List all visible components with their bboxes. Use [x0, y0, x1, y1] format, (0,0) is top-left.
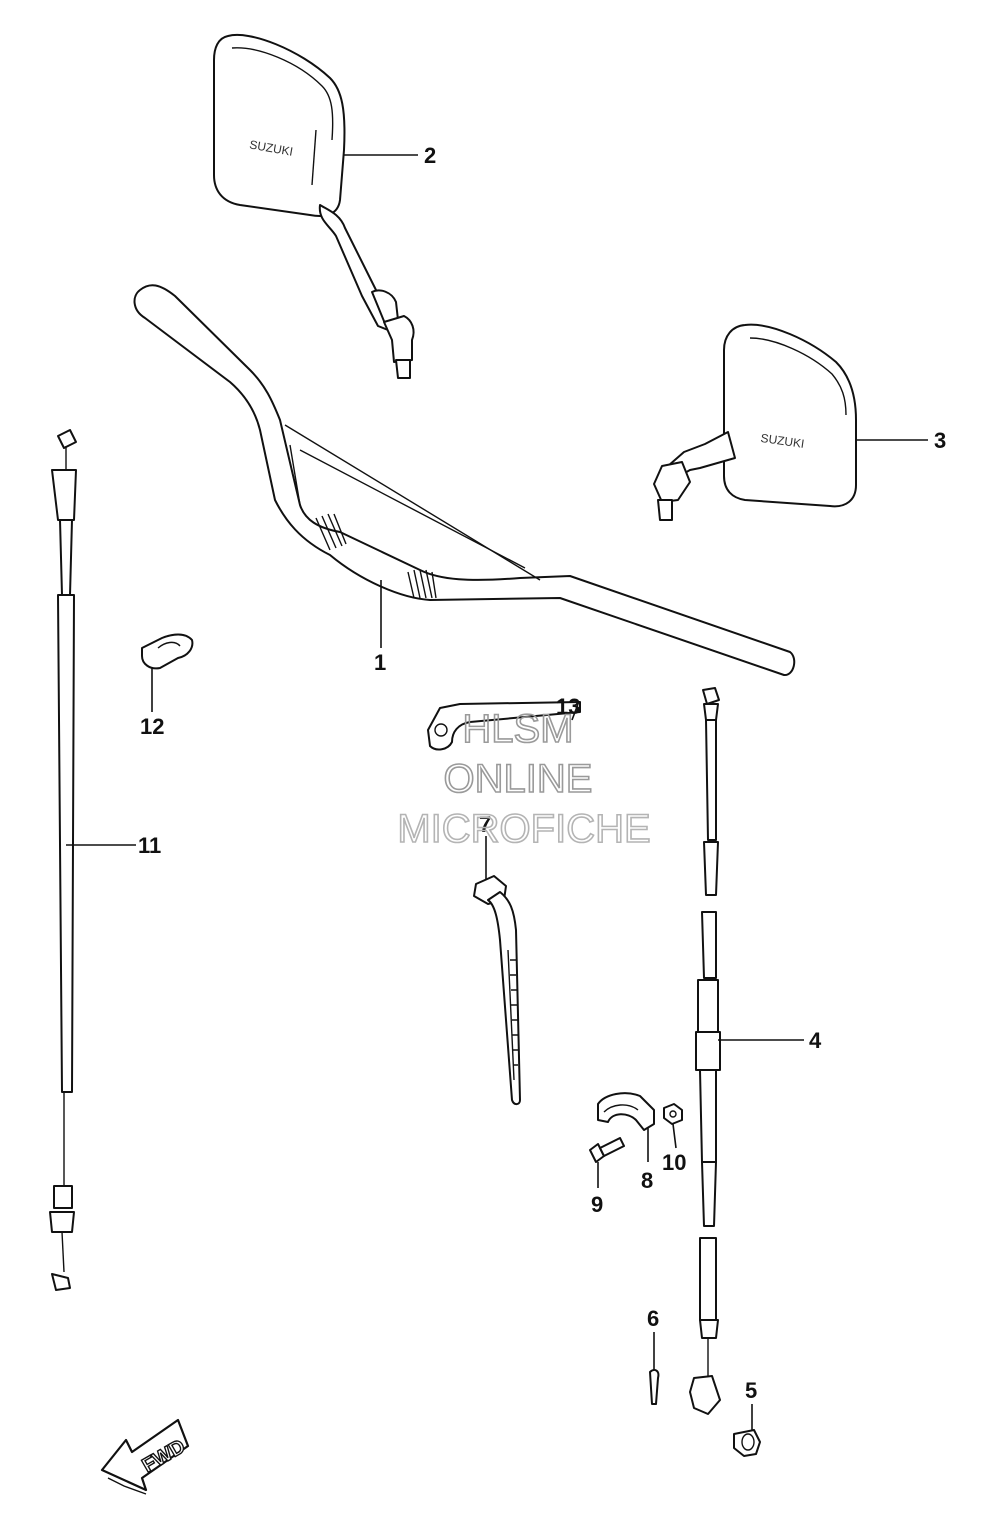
- watermark: HLSM ONLINE MICROFICHE: [397, 706, 652, 852]
- callout-8: 8: [641, 1168, 653, 1193]
- callout-4: 4: [809, 1028, 822, 1053]
- leader-lines: [66, 154, 928, 1430]
- cable-tie: [473, 875, 521, 1106]
- cotter-pin: [649, 1369, 660, 1405]
- mirror-right: SUZUKI: [653, 323, 857, 521]
- callout-12: 12: [140, 714, 164, 739]
- callout-3: 3: [934, 428, 946, 453]
- handlebar: [133, 284, 796, 676]
- cable-right: [689, 687, 721, 1415]
- callout-13: 13: [556, 694, 580, 719]
- watermark-line-2: ONLINE: [444, 757, 593, 801]
- knurl-right: [407, 569, 437, 599]
- screw: [589, 1137, 625, 1163]
- callouts: 1 2 3 4 5 6 7 8 9 10 11 12 13: [138, 143, 946, 1403]
- cable-holder: [597, 1092, 655, 1131]
- nut: [663, 1103, 683, 1125]
- callout-2: 2: [424, 143, 436, 168]
- callout-6: 6: [647, 1306, 659, 1331]
- mirror-left: SUZUKI: [213, 33, 415, 379]
- watermark-line-1: HLSM: [462, 707, 573, 751]
- fwd-arrow: FWD: [100, 1418, 190, 1495]
- callout-10: 10: [662, 1150, 686, 1175]
- knurl-left: [315, 513, 347, 551]
- watermark-line-3: MICROFICHE: [397, 807, 650, 851]
- callout-7: 7: [479, 812, 491, 837]
- callout-1: 1: [374, 650, 386, 675]
- clamp-small: [141, 633, 194, 670]
- clevis-pin: [733, 1429, 761, 1457]
- cable-left: [49, 429, 77, 1291]
- callout-9: 9: [591, 1192, 603, 1217]
- callout-11: 11: [138, 833, 161, 858]
- callout-5: 5: [745, 1378, 757, 1403]
- mirror-right-logo: SUZUKI: [760, 431, 806, 451]
- bracket: [427, 701, 581, 751]
